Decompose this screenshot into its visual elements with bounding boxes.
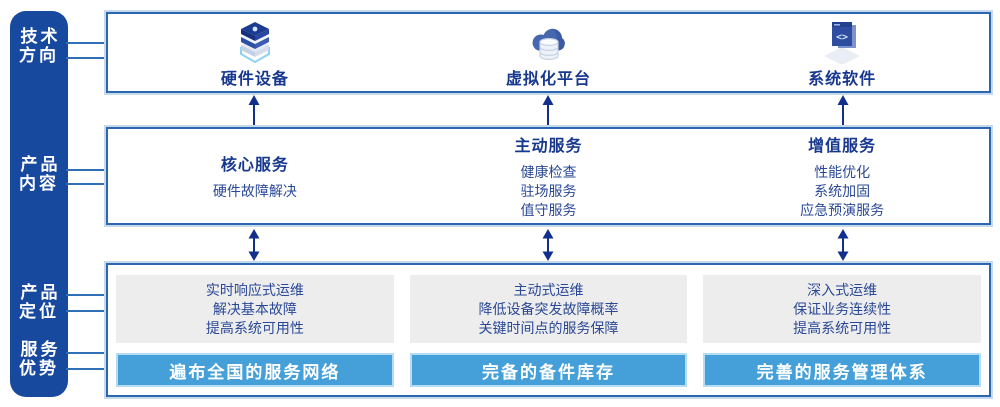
sidebar-label-line: 优势 [19,359,59,378]
position-line: 降低设备突发故障概率 [478,300,619,317]
tech-row-panel: 硬件设备 虚拟化平台 <> 系统软件 [106,12,991,93]
service-item: 系统加固 [814,183,871,199]
sidebar-label-line: 服务 [20,340,61,359]
position-col-2: 主动式运维 降低设备突发故障概率 关键时间点的服务保障 完备的备件库存 [409,275,688,387]
tech-label: 系统软件 [808,71,877,88]
position-row-panel: 实时响应式运维 解决基本故障 提高系统可用性 遍布全国的服务网络 主动式运维 降… [106,263,991,397]
position-line: 提高系统可用性 [205,319,304,336]
sidebar-label-product-position: 产品 定位 [10,283,68,321]
tech-label: 硬件设备 [220,71,289,88]
service-item: 应急预演服务 [800,202,885,218]
service-col-core: 核心服务 硬件故障解决 [108,129,402,223]
tech-col-virtualization: 虚拟化平台 [402,14,696,91]
advantage-bar: 完备的备件库存 [409,353,688,387]
service-item: 驻场服务 [520,183,577,199]
double-arrow [248,229,260,261]
sidebar-label-product-content: 产品 内容 [10,155,68,193]
service-item: 健康检查 [520,164,577,180]
sidebar-label-service-advantage: 服务 优势 [10,340,68,378]
service-title: 主动服务 [514,138,583,155]
sidebar-label-line: 方向 [19,46,59,65]
connector-line [66,310,108,312]
connector-line [66,42,108,44]
position-line: 主动式运维 [513,281,584,298]
position-panel: 深入式运维 保证业务连续性 提高系统可用性 [703,275,982,343]
position-line: 深入式运维 [807,281,878,298]
sidebar-label-tech-direction: 技术 方向 [10,27,68,65]
sidebar-label-line: 技术 [20,27,61,46]
service-col-value-added: 增值服务 性能优化 系统加固 应急预演服务 [695,129,989,223]
code-window-icon: <> [824,22,861,64]
position-panel: 主动式运维 降低设备突发故障概率 关键时间点的服务保障 [409,275,688,343]
tech-label: 虚拟化平台 [506,71,592,88]
position-col-1: 实时响应式运维 解决基本故障 提高系统可用性 遍布全国的服务网络 [116,275,394,387]
sidebar-label-line: 内容 [19,174,59,193]
connector-line [66,183,108,185]
position-line: 提高系统可用性 [793,319,892,336]
service-title: 增值服务 [808,138,877,155]
tech-col-hardware: 硬件设备 [108,14,402,91]
service-title: 核心服务 [220,157,289,174]
service-item: 性能优化 [814,164,871,180]
connector-line [66,57,108,59]
double-arrow [542,229,554,261]
service-item: 值守服务 [520,202,577,218]
server-stack-icon [239,22,270,64]
up-arrow [542,95,554,126]
service-col-active: 主动服务 健康检查 驻场服务 值守服务 [402,129,696,223]
tech-col-software: <> 系统软件 [695,14,989,91]
position-line: 实时响应式运维 [205,281,304,298]
advantage-bar: 完善的服务管理体系 [703,353,982,387]
position-line: 关键时间点的服务保障 [478,319,619,336]
sidebar-label-line: 定位 [19,302,59,321]
up-arrow [248,95,260,126]
advantage-bar: 遍布全国的服务网络 [116,353,394,387]
service-row-panel: 核心服务 硬件故障解决 主动服务 健康检查 驻场服务 值守服务 增值服务 性能优… [106,127,991,225]
position-line: 保证业务连续性 [793,300,892,317]
connector-line [66,352,108,354]
connector-line [66,294,108,296]
sidebar-label-line: 产品 [20,283,61,302]
up-arrow [837,95,849,126]
connector-line [66,368,108,370]
service-item: 硬件故障解决 [212,183,297,199]
cloud-database-icon [532,28,565,60]
position-panel: 实时响应式运维 解决基本故障 提高系统可用性 [116,275,394,343]
sidebar: 技术 方向 产品 内容 产品 定位 服务 优势 [10,11,68,397]
position-col-3: 深入式运维 保证业务连续性 提高系统可用性 完善的服务管理体系 [703,275,982,387]
sidebar-label-line: 产品 [20,155,61,174]
svg-text:<>: <> [836,32,848,43]
double-arrow [837,229,849,261]
connector-line [66,169,108,171]
position-line: 解决基本故障 [212,300,297,317]
